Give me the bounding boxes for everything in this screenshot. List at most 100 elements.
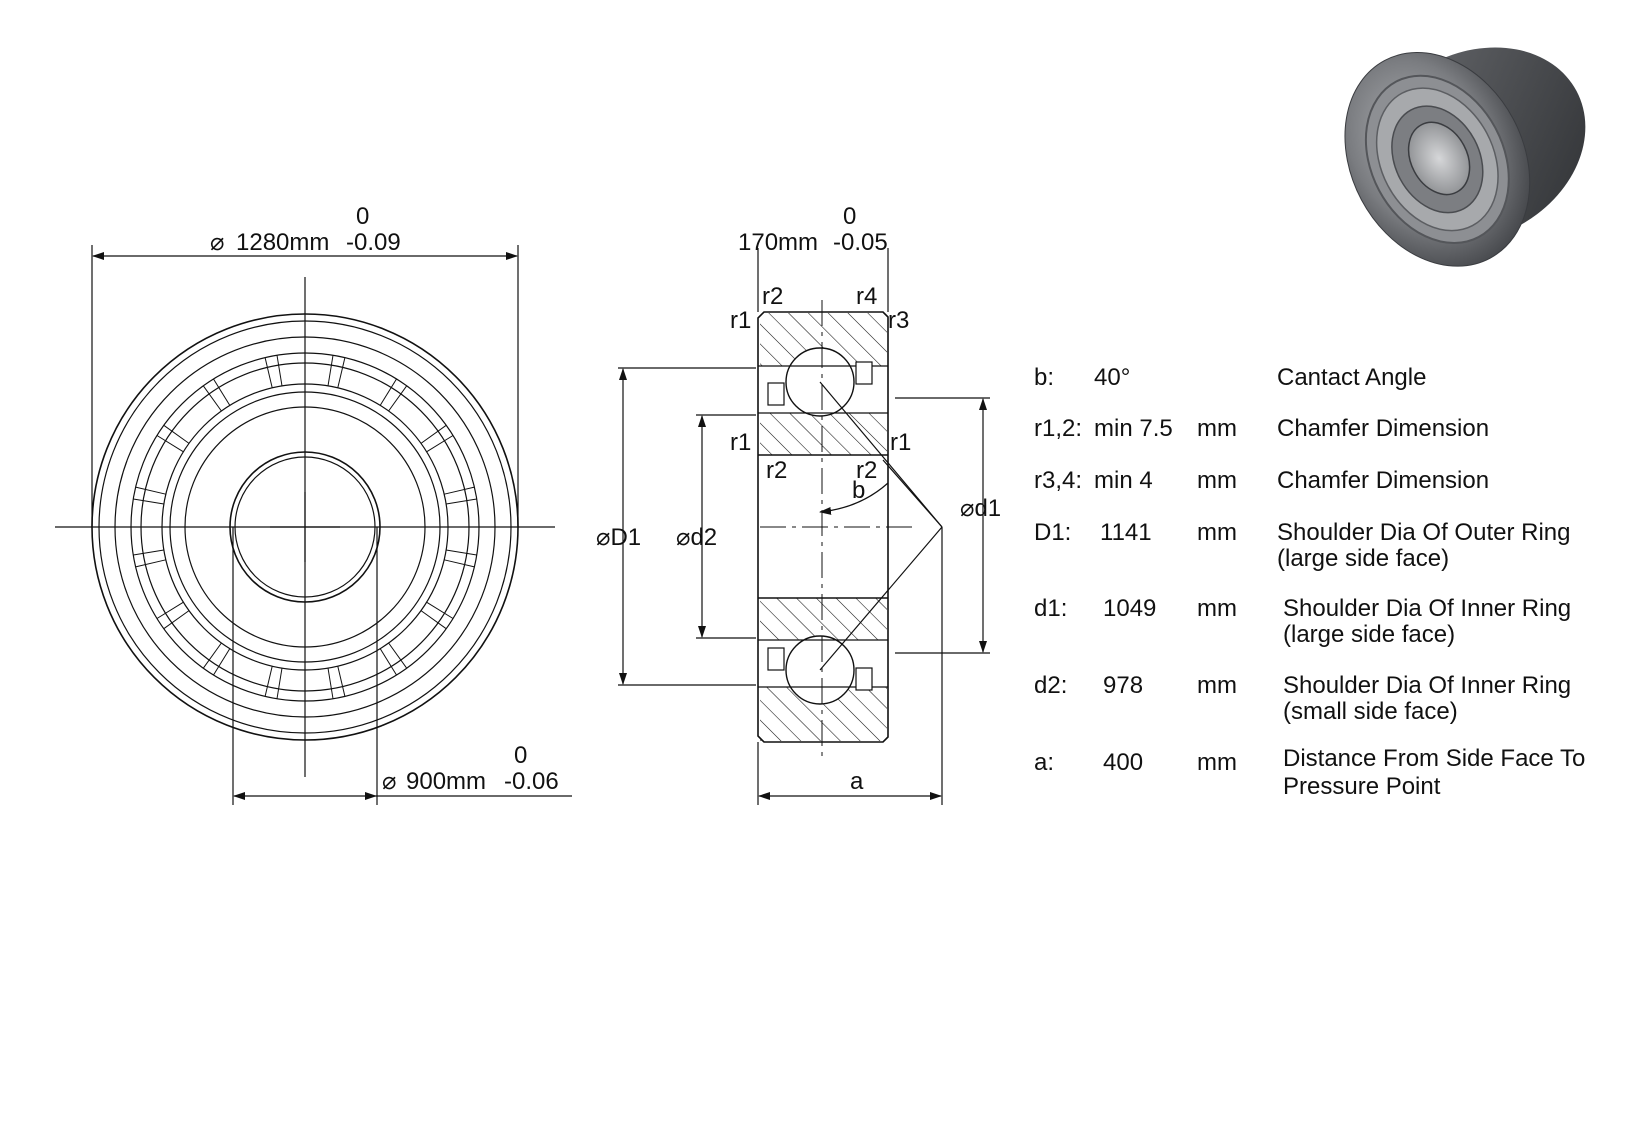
width-value: 170mm xyxy=(738,229,818,256)
cage-pocket-edge xyxy=(133,498,164,505)
spec-unit: mm xyxy=(1197,415,1237,442)
spec-desc: Shoulder Dia Of Outer Ring xyxy=(1277,519,1570,546)
cage-pocket-edge xyxy=(420,424,447,444)
label-r1-top-left: r1 xyxy=(730,307,751,334)
spec-row: b: 40° Cantact Angle xyxy=(1034,364,1426,391)
cage-right-bottom xyxy=(855,667,873,691)
cage-pocket-edge xyxy=(213,648,231,676)
spec-unit: mm xyxy=(1197,672,1237,699)
label-r4: r4 xyxy=(856,283,877,310)
label-r1-mid-right: r1 xyxy=(890,429,911,456)
cage-pocket-edge xyxy=(163,424,190,444)
cage-right-top xyxy=(855,361,873,385)
spec-key: D1: xyxy=(1034,519,1071,546)
spec-desc-2: (small side face) xyxy=(1283,698,1458,725)
front-view: ⌀ 1280mm 0 -0.09 ⌀ 900mm 0 -0.06 xyxy=(55,203,572,805)
cage-pocket-edge xyxy=(388,385,408,412)
spec-desc-2: (large side face) xyxy=(1277,545,1449,572)
cage-pocket-edge xyxy=(444,559,475,568)
cage-pocket-edge xyxy=(444,486,475,495)
contact-line-top xyxy=(819,381,943,528)
inner-ring-hatch-top xyxy=(760,413,887,455)
cage-pocket-edge xyxy=(276,668,283,699)
bearing-3d-render xyxy=(1344,47,1586,267)
cage-pocket-edge xyxy=(202,385,222,412)
label-r2-mid-left: r2 xyxy=(766,457,787,484)
spec-value: 1049 xyxy=(1103,595,1156,622)
spec-unit: mm xyxy=(1197,595,1237,622)
cage-pocket-edge xyxy=(426,435,454,453)
label-b: b xyxy=(852,477,865,504)
d1-label: ⌀d1 xyxy=(960,495,1001,522)
spec-value: 400 xyxy=(1103,749,1143,776)
cage-pocket-edge xyxy=(135,559,166,568)
outer-dia-tol-upper: 0 xyxy=(356,203,369,230)
label-r3: r3 xyxy=(888,307,909,334)
spec-row: a: 400 mm Distance From Side Face To Pre… xyxy=(1034,745,1585,800)
cage-pocket-edge xyxy=(135,486,166,495)
cage-pocket-edge xyxy=(133,549,164,556)
cage-pocket-edge xyxy=(202,642,222,669)
cage-pocket-edge xyxy=(446,498,477,505)
spec-table: b: 40° Cantact Angle r1,2: min 7.5 mm Ch… xyxy=(1034,364,1585,800)
spec-value: 1141 xyxy=(1100,519,1152,546)
cage-pocket-edge xyxy=(264,357,273,388)
cage-pocket-edge xyxy=(327,355,334,386)
cage-pocket-edge xyxy=(276,355,283,386)
cage-pockets xyxy=(133,355,477,699)
cage-pocket-edge xyxy=(213,378,231,406)
cage-pocket-edge xyxy=(426,601,454,619)
spec-value: min 7.5 xyxy=(1094,415,1173,442)
cage-pocket-edge xyxy=(379,378,397,406)
width-tol-upper: 0 xyxy=(843,203,856,230)
d2-label: ⌀d2 xyxy=(676,524,717,551)
D1-label: ⌀D1 xyxy=(596,524,641,551)
spec-unit: mm xyxy=(1197,749,1237,776)
spec-key: b: xyxy=(1034,364,1054,391)
spec-row: D1: 1141 mm Shoulder Dia Of Outer Ring (… xyxy=(1034,519,1570,572)
spec-key: r1,2: xyxy=(1034,415,1082,442)
cage-pocket-edge xyxy=(420,610,447,630)
outer-dia-value: 1280mm xyxy=(236,229,329,256)
spec-row: d2: 978 mm Shoulder Dia Of Inner Ring (s… xyxy=(1034,672,1571,725)
cage-pocket-edge xyxy=(264,666,273,697)
spec-unit: mm xyxy=(1197,467,1237,494)
spec-desc: Distance From Side Face To xyxy=(1283,745,1585,772)
inner-dia-value: 900mm xyxy=(406,768,486,795)
cage-pocket-edge xyxy=(156,435,184,453)
spec-key: d1: xyxy=(1034,595,1067,622)
cage-pocket-edge xyxy=(379,648,397,676)
spec-desc: Chamfer Dimension xyxy=(1277,415,1489,442)
render-bore xyxy=(1407,121,1471,196)
spec-row: r3,4: min 4 mm Chamfer Dimension xyxy=(1034,467,1489,494)
label-r2-top: r2 xyxy=(762,283,783,310)
inner-dia-symbol: ⌀ xyxy=(382,768,396,795)
spec-unit: mm xyxy=(1197,519,1237,546)
spec-desc-2: (large side face) xyxy=(1283,621,1455,648)
cage-pocket-edge xyxy=(388,642,408,669)
section-outline xyxy=(757,311,889,743)
section-view: 170mm 0 -0.05 r2 r4 r1 r3 r1 r1 r2 r2 b … xyxy=(596,203,1001,805)
spec-value: min 4 xyxy=(1094,467,1153,494)
width-tol-lower: -0.05 xyxy=(833,229,888,256)
cage-pocket-edge xyxy=(337,357,346,388)
spec-key: a: xyxy=(1034,749,1054,776)
cage-left-bottom xyxy=(767,647,785,671)
contact-angle-arc xyxy=(819,482,889,515)
outer-dia-symbol: ⌀ xyxy=(210,229,224,256)
contact-ext-line xyxy=(882,459,943,528)
a-label: a xyxy=(850,768,864,795)
label-r2-mid-right: r2 xyxy=(856,457,877,484)
outer-ring-hatch-top xyxy=(760,313,887,366)
cage-left-top xyxy=(767,382,785,406)
cage-pocket-edge xyxy=(156,601,184,619)
outer-dia-tol-lower: -0.09 xyxy=(346,229,401,256)
spec-desc: Cantact Angle xyxy=(1277,364,1426,391)
spec-desc: Chamfer Dimension xyxy=(1277,467,1489,494)
contact-line-bottom xyxy=(819,526,943,671)
cage-pocket-edge xyxy=(163,610,190,630)
spec-desc-2: Pressure Point xyxy=(1283,773,1441,800)
spec-desc: Shoulder Dia Of Inner Ring xyxy=(1283,672,1571,699)
inner-dia-tol-upper: 0 xyxy=(514,742,527,769)
